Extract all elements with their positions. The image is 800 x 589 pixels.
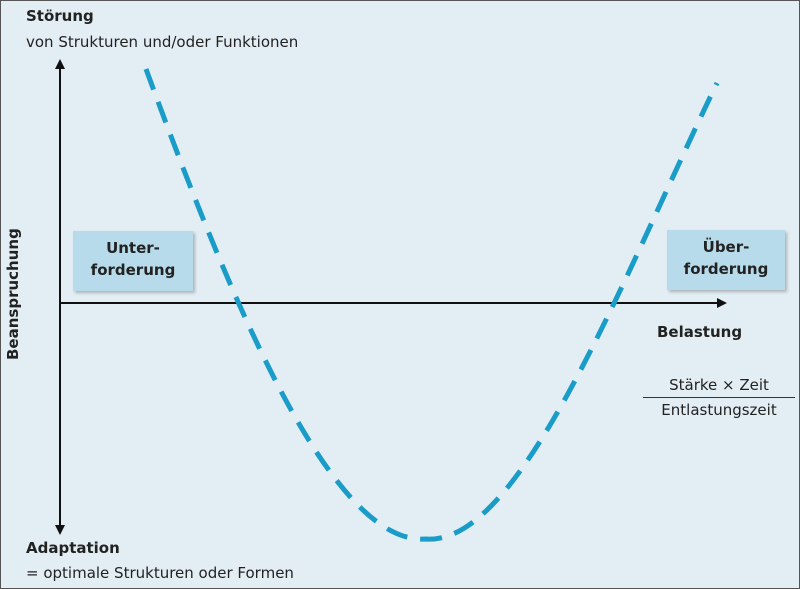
underload-line1: Unter- [106, 239, 160, 257]
x-axis-label: Belastung [657, 323, 743, 341]
underload-line2: forderung [90, 261, 176, 279]
top-label-title: Störung [26, 7, 94, 25]
bottom-label-subtitle: = optimale Strukturen oder Formen [26, 564, 294, 582]
stress-curve [143, 68, 720, 542]
overload-line1: Über- [702, 238, 750, 256]
overload-line2: forderung [683, 260, 769, 278]
formula-numerator: Stärke × Zeit [643, 376, 795, 398]
top-label-subtitle: von Strukturen und/oder Funktionen [26, 33, 299, 51]
bottom-label-title: Adaptation [26, 539, 120, 557]
overload-box: Über- forderung [667, 230, 785, 290]
y-axis-label: Beanspruchung [4, 228, 22, 360]
formula-denominator: Entlastungszeit [661, 401, 777, 419]
underload-box: Unter- forderung [73, 231, 193, 291]
formula: Stärke × Zeit Entlastungszeit [643, 376, 795, 419]
